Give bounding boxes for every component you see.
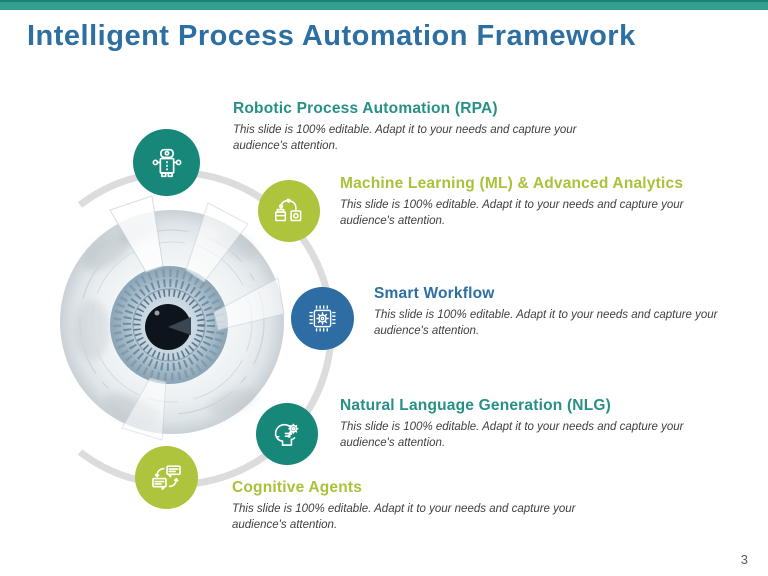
item-cognitive-agents: Cognitive Agents This slide is 100% edit… [232,479,604,533]
ml-circle [258,180,320,242]
item-smart-workflow-description: This slide is 100% editable. Adapt it to… [374,309,718,337]
item-ml-description: This slide is 100% editable. Adapt it to… [340,199,684,227]
top-accent-bar [0,0,768,10]
item-nlg-description: This slide is 100% editable. Adapt it to… [340,421,684,449]
item-cognitive-agents-description: This slide is 100% editable. Adapt it to… [232,503,576,531]
nlg-circle [256,403,318,465]
item-ml-heading: Machine Learning (ML) & Advanced Analyti… [340,175,684,192]
item-nlg-heading: Natural Language Generation (NLG) [340,397,611,414]
cognitive-agents-circle [135,446,198,509]
item-rpa-heading: Robotic Process Automation (RPA) [233,100,498,117]
item-cognitive-agents-heading: Cognitive Agents [232,479,363,496]
item-nlg: Natural Language Generation (NLG) This s… [340,397,712,451]
page-title: Intelligent Process Automation Framework [27,20,636,52]
head-gear-icon [274,423,299,446]
chat-cycle-icon [152,465,181,491]
robotic-arm-icon [275,198,302,222]
item-smart-workflow: Smart Workflow This slide is 100% editab… [374,285,746,339]
item-rpa: Robotic Process Automation (RPA) This sl… [233,100,605,154]
rpa-circle [133,129,200,196]
chip-gear-icon [309,305,336,332]
item-ml: Machine Learning (ML) & Advanced Analyti… [340,175,712,229]
robot-icon [151,148,181,177]
page-number: 3 [740,552,748,567]
smart-workflow-circle [291,287,354,350]
item-smart-workflow-heading: Smart Workflow [374,285,495,302]
item-rpa-description: This slide is 100% editable. Adapt it to… [233,124,577,152]
